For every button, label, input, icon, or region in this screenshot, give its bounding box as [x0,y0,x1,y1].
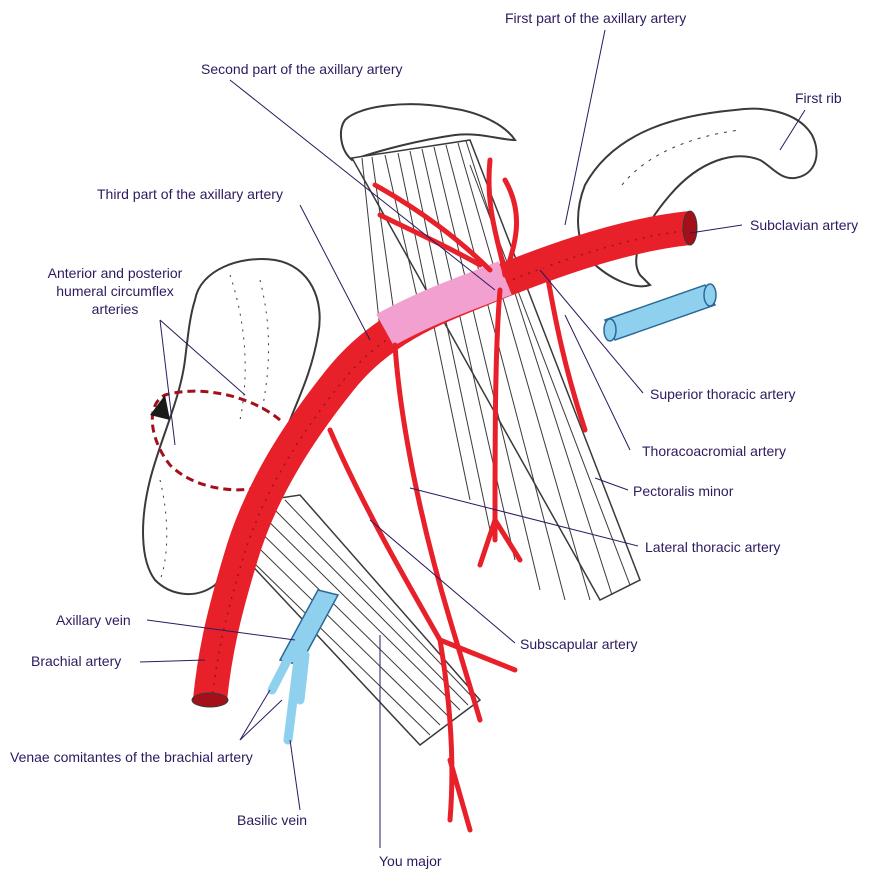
label-teres-major: You major [379,853,442,870]
label-second-part-axillary-artery: Second part of the axillary artery [201,61,403,78]
label-subclavian-artery: Subclavian artery [750,217,858,234]
label-subscapular-artery: Subscapular artery [520,636,638,653]
label-axillary-vein: Axillary vein [56,612,131,629]
label-humeral-circumflex-line2: humeral circumflex [30,283,200,300]
subclavian-artery-end [683,211,697,245]
label-first-rib: First rib [795,90,842,107]
label-third-part-axillary-artery: Third part of the axillary artery [97,186,283,203]
label-pectoralis-minor: Pectoralis minor [633,483,733,500]
label-brachial-artery: Brachial artery [31,653,121,670]
brachial-artery-end [192,693,228,707]
label-venae-comitantes: Venae comitantes of the brachial artery [10,749,253,766]
label-humeral-circumflex-line3: arteries [30,301,200,318]
label-first-part-axillary-artery: First part of the axillary artery [505,10,686,27]
label-lateral-thoracic-artery: Lateral thoracic artery [645,539,780,556]
subclavian-vein [604,284,716,341]
label-humeral-circumflex-line1: Anterior and posterior [30,265,200,282]
axillary-vein [272,590,338,740]
label-superior-thoracic-artery: Superior thoracic artery [650,386,796,403]
label-basilic-vein: Basilic vein [237,812,307,829]
label-thoracoacromial-artery: Thoracoacromial artery [642,443,786,460]
